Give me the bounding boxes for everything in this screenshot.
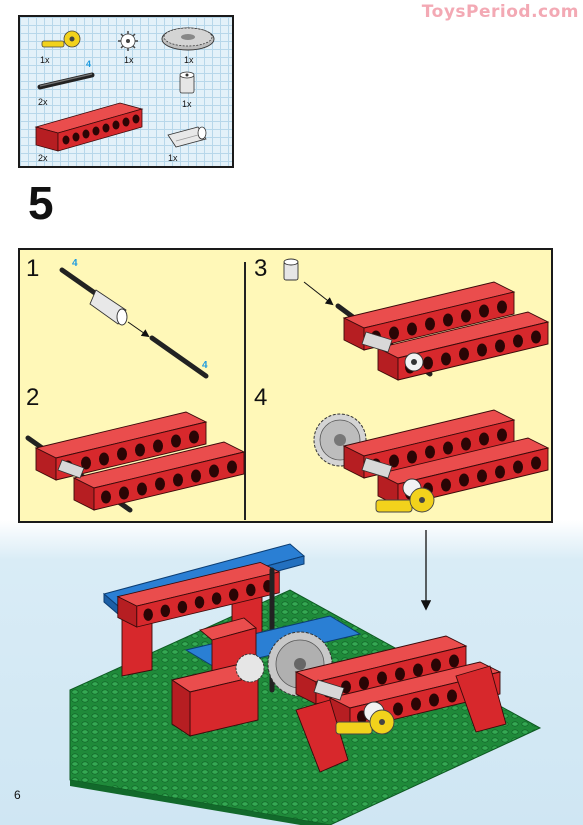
axle-icon — [37, 72, 95, 90]
axle-length-tag: 4 — [86, 59, 92, 69]
large-gear-icon — [161, 27, 215, 51]
qty-small-gear: 1x — [124, 55, 134, 65]
small-gear-icon — [118, 31, 138, 51]
substep-label-3: 3 — [254, 255, 268, 282]
bush-icon — [179, 71, 195, 94]
parts-illustration — [34, 27, 215, 152]
substep2-illustration — [25, 411, 245, 513]
page-number: 6 — [14, 788, 21, 802]
qty-connector: 1x — [168, 153, 178, 163]
substep3-illustration — [283, 258, 549, 381]
qty-red-beam: 2x — [38, 153, 48, 163]
qty-bush: 1x — [182, 99, 192, 109]
substep-label-1: 1 — [26, 255, 40, 282]
qty-crank: 1x — [40, 55, 50, 65]
substep1-axle-tag-b: 4 — [202, 360, 208, 371]
substep1-illustration — [59, 267, 209, 379]
connector-icon — [167, 126, 207, 148]
qty-large-gear: 1x — [184, 55, 194, 65]
substeps-divider — [244, 262, 246, 520]
watermark: ToysPeriod.com — [421, 2, 579, 22]
main-model-illustration — [69, 543, 542, 825]
parts-list: 1x 1x 1x 4 2x 1x 2x 1x — [18, 15, 234, 168]
step-number: 5 — [28, 177, 54, 229]
yellow-crank-icon — [41, 30, 81, 48]
red-beam-icon — [34, 102, 144, 152]
substep-label-4: 4 — [254, 384, 268, 411]
substep4-illustration — [313, 409, 549, 513]
substep-label-2: 2 — [26, 384, 40, 411]
substep1-axle-tag-a: 4 — [72, 258, 78, 269]
qty-axle: 2x — [38, 97, 48, 107]
